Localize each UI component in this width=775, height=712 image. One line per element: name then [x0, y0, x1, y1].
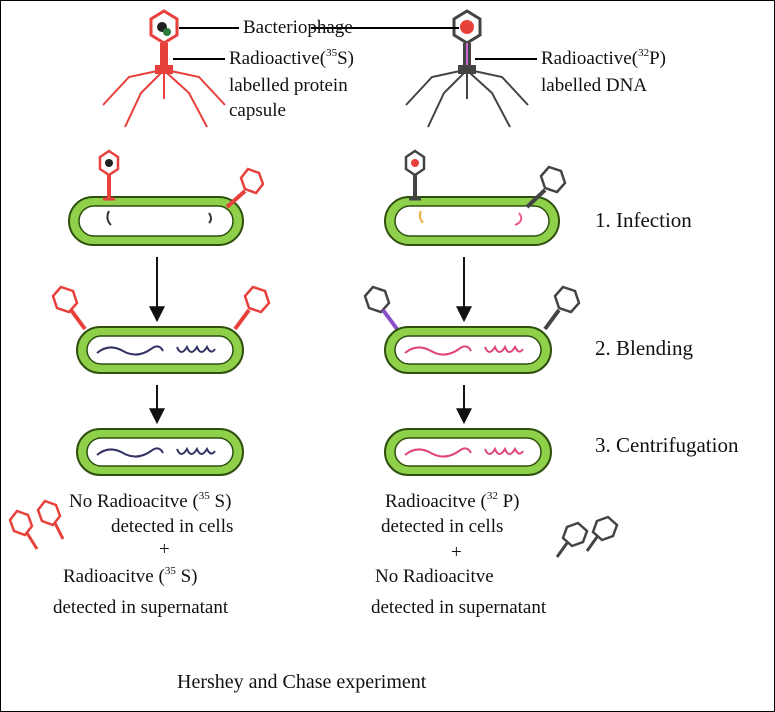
phage-right-attached-1	[404, 149, 426, 201]
cell-right-centrifugation	[384, 428, 552, 476]
protein-label-line3: capsule	[229, 100, 286, 121]
right-result-line1: Radioacitve (32 P)	[385, 490, 520, 513]
left-result-line2: detected in cells	[111, 516, 234, 537]
cell-right-infection	[384, 196, 560, 246]
step-blending: 2. Blending	[595, 336, 693, 360]
left-result-plus: +	[159, 539, 170, 560]
protein-label-line1: Radioactive(35S)	[229, 47, 354, 70]
phage-right-free-1	[363, 285, 399, 331]
phage-right-free-2	[543, 285, 581, 331]
protein-label-line2: labelled protein	[229, 75, 348, 96]
supernatant-phages-left	[8, 499, 65, 550]
right-result-line2: detected in cells	[381, 516, 504, 537]
phage-left-free-1	[51, 285, 87, 331]
dna-label-line1: Radioactive(32P)	[541, 47, 666, 70]
cell-left-blending	[76, 326, 244, 374]
phage-left-attached-1	[98, 149, 120, 201]
right-result-line3: No Radioacitve	[375, 566, 494, 587]
supernatant-phages-right	[555, 515, 619, 558]
phage-35s-large	[102, 9, 226, 128]
right-result-line4: detected in supernatant	[371, 597, 547, 618]
left-result-line1: No Radioacitve (35 S)	[69, 490, 232, 513]
left-result-line3: Radioacitve (35 S)	[63, 565, 198, 588]
caption: Hershey and Chase experiment	[177, 671, 427, 693]
phage-left-attached-2	[225, 167, 265, 209]
phage-32p-large	[405, 9, 529, 128]
dna-label-line2: labelled DNA	[541, 75, 648, 96]
left-result-line4: detected in supernatant	[53, 597, 229, 618]
phage-left-free-2	[233, 285, 271, 331]
step-infection: 1. Infection	[595, 208, 692, 232]
cell-left-centrifugation	[76, 428, 244, 476]
cell-left-infection	[68, 196, 244, 246]
phage-right-attached-2	[525, 165, 567, 209]
step-centrifugation: 3. Centrifugation	[595, 433, 739, 457]
cell-right-blending	[384, 326, 552, 374]
right-result-plus: +	[451, 542, 462, 563]
bacteriophage-label: Bacteriophage	[243, 17, 353, 38]
